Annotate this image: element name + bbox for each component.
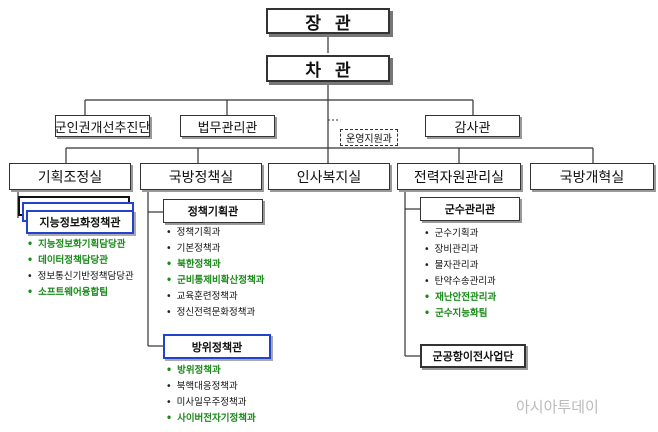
list-item: 정신전력문화정책과 (166, 305, 264, 321)
dept-planning: 기획조정실 (9, 163, 131, 190)
list-item: 재난안전관리과 (424, 290, 496, 306)
staff-box-legal: 법무관리관 (180, 115, 275, 137)
dept-label: 국방정책실 (168, 169, 234, 186)
list-item: 기본정책과 (166, 241, 264, 257)
vice-minister-box: 차관 (266, 55, 390, 82)
bureau-logistics: 군수관리관 (420, 197, 520, 221)
list-item: 장비관리과 (424, 242, 496, 258)
staff-box-human-rights: 군인권개선추진단 (55, 115, 150, 137)
dept-label: 기획조정실 (37, 169, 103, 186)
list-item: 지능정보화기획담당관 (27, 237, 134, 253)
bureau-label: 군공항이전사업단 (432, 350, 514, 363)
list-item: 군비통제비확산정책과 (166, 273, 264, 289)
staff-label: 법무관리관 (197, 120, 258, 136)
dept-reform: 국방개혁실 (530, 163, 654, 190)
dept-label: 전력자원관리실 (413, 169, 505, 186)
bureau-airport-relocation: 군공항이전사업단 (420, 344, 526, 368)
bureau-policy-planning: 정책기획관 (163, 199, 263, 223)
policy-list-1: 정책기획과 기본정책과 북한정책과 군비통제비확산정책과 교육훈련정책과 정신전… (166, 225, 265, 321)
staff-label: 감사관 (454, 120, 491, 136)
list-item: 교육훈련정책과 (166, 289, 264, 305)
list-item: 정책기획과 (166, 225, 264, 241)
dept-policy: 국방정책실 (140, 163, 262, 190)
bureau-label: 정책기획관 (187, 205, 239, 218)
dept-label: 인사복지실 (296, 169, 362, 186)
bureau-defense-policy: 방위정책관 (163, 334, 271, 359)
bureau-label: 방위정책관 (191, 340, 243, 354)
bureau-label: 지능정보화정책관 (39, 216, 121, 229)
list-item: 탄약수송관리과 (424, 274, 496, 290)
bureau-intelligent-info: 지능정보화정책관 (26, 210, 134, 234)
list-item: 북한정책과 (166, 257, 264, 273)
list-item: 사이버전자기정책과 (166, 411, 256, 427)
bureau-label: 군수관리관 (444, 203, 496, 216)
list-item: 군수지능화팀 (424, 306, 496, 322)
dept-label: 국방개혁실 (559, 169, 625, 186)
list-item: 정보통신기반정책담당관 (27, 269, 134, 285)
dept-resources: 전력자원관리실 (397, 163, 521, 190)
list-item: 미사일우주정책과 (166, 395, 256, 411)
dept-personnel: 인사복지실 (268, 163, 390, 190)
list-item: 북핵대응정책과 (166, 379, 256, 395)
minister-box: 장관 (266, 8, 390, 34)
staff-label: 군인권개선추진단 (54, 120, 151, 136)
planning-list: 지능정보화기획담당관 데이터정책담당관 정보통신기반정책담당관 소프트웨어융합팀 (27, 237, 134, 301)
policy-list-2: 방위정책과 북핵대응정책과 미사일우주정책과 사이버전자기정책과 (166, 363, 256, 427)
minister-label: 장관 (305, 13, 365, 34)
list-item: 군수기획과 (424, 226, 496, 242)
vice-minister-label: 차관 (305, 61, 365, 81)
watermark: 아시아투데이 (516, 398, 599, 416)
resources-list: 군수기획과 장비관리과 물자관리과 탄약수송관리과 재난안전관리과 군수지능화팀 (424, 226, 497, 322)
list-item: 물자관리과 (424, 258, 496, 274)
list-item: 소프트웨어융합팀 (27, 285, 134, 301)
list-item: 데이터정책담당관 (27, 253, 134, 269)
list-item: 방위정책과 (166, 363, 256, 379)
support-office-box: 운영지원과 (340, 129, 398, 146)
support-office-label: 운영지원과 (346, 134, 392, 145)
staff-box-audit: 감사관 (425, 115, 520, 137)
